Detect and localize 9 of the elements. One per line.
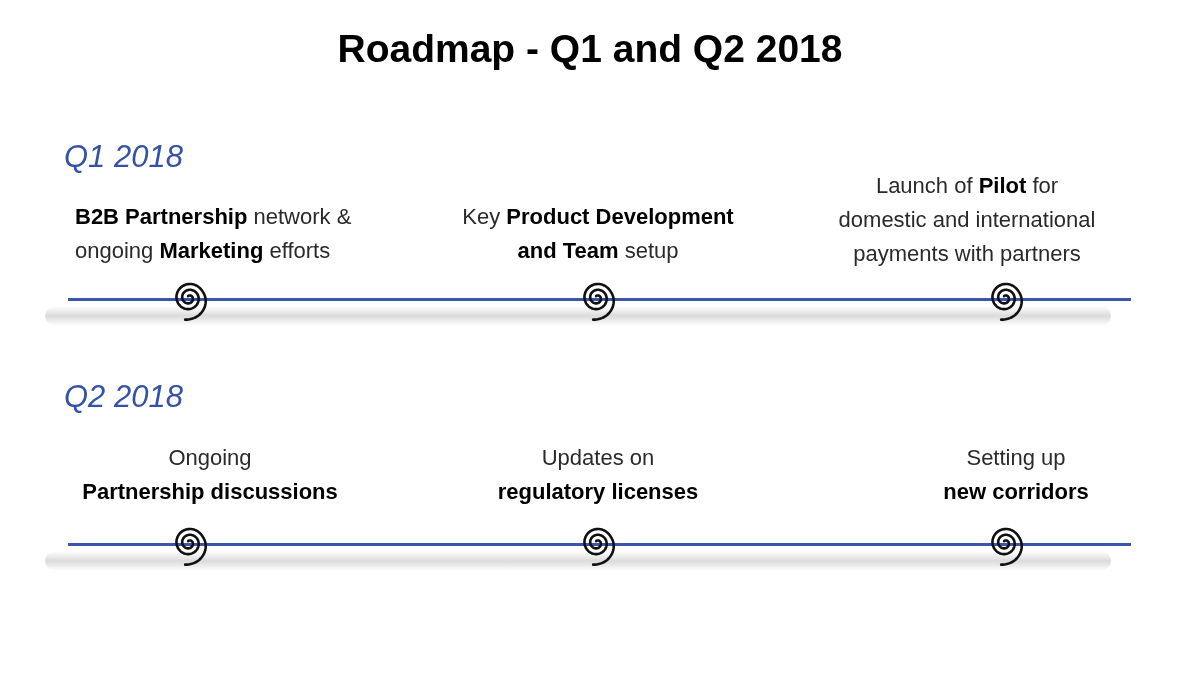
milestone-text: Setting up new corridors bbox=[943, 444, 1089, 506]
page-title: Roadmap - Q1 and Q2 2018 bbox=[337, 26, 843, 72]
milestone-text: Updates on regulatory licenses bbox=[497, 444, 699, 506]
quarter-heading: Q1 2018 bbox=[64, 138, 183, 176]
milestone-text: B2B Partnership network & ongoing Marketing efforts bbox=[75, 203, 353, 265]
milestone-text: Key Product Development and Team setup bbox=[461, 203, 735, 265]
milestone-text: Ongoing Partnership discussions bbox=[82, 444, 338, 506]
milestone-text: Launch of Pilot for domestic and international payments with partners bbox=[837, 172, 1097, 268]
quarter-heading: Q2 2018 bbox=[64, 378, 183, 416]
